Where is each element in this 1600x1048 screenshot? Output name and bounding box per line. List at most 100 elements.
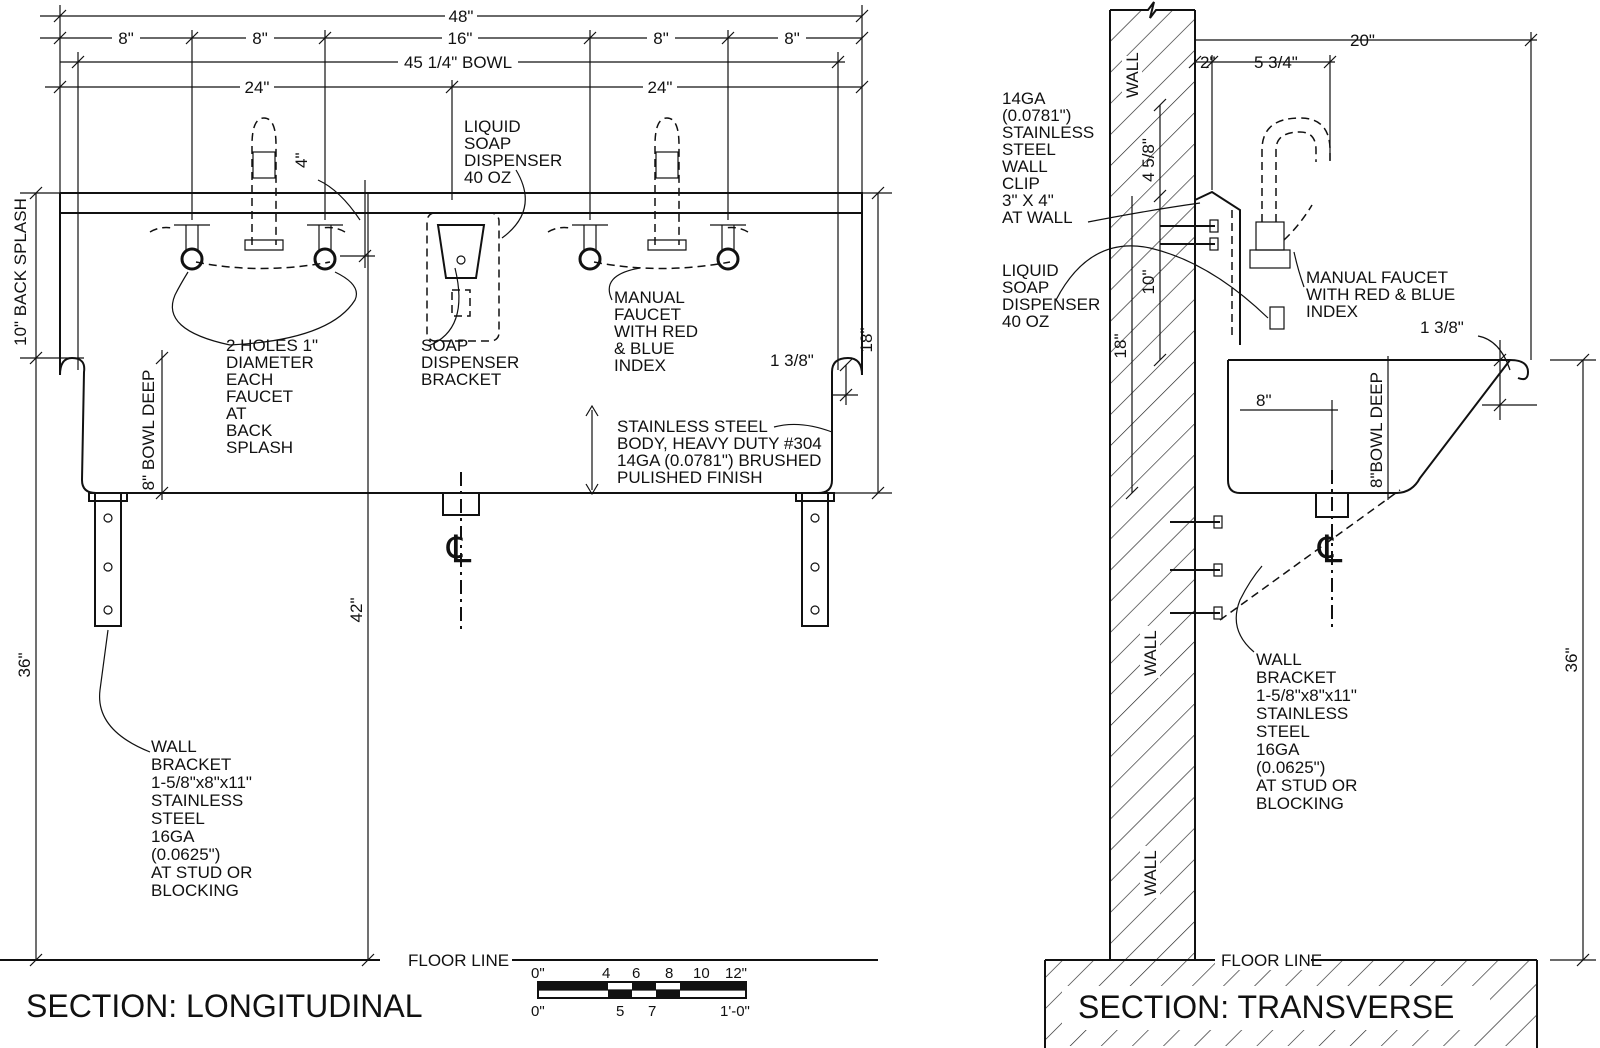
floor-line-label-trans: FLOOR LINE: [1221, 951, 1322, 970]
dim-seg-4: 8": [784, 29, 800, 48]
svg-text:3" X 4": 3" X 4": [1002, 191, 1054, 210]
svg-text:FAUCET: FAUCET: [226, 387, 293, 406]
svg-text:PULISHED FINISH: PULISHED FINISH: [617, 468, 762, 487]
svg-text:DISPENSER: DISPENSER: [464, 151, 562, 170]
dim-bowl-deep: 8" BOWL DEEP: [139, 370, 158, 491]
dim-seg-3: 8": [653, 29, 669, 48]
svg-text:2 HOLES 1": 2 HOLES 1": [226, 336, 318, 355]
dim-seg-1: 8": [118, 29, 134, 48]
dim-back-splash: 10" BACK SPLASH: [11, 198, 30, 346]
svg-text:STAINLESS: STAINLESS: [1002, 123, 1094, 142]
scale-bottom-0: 0": [531, 1003, 545, 1020]
dim-depth-20: 20": [1350, 31, 1375, 50]
note-soap-trans: LIQUID SOAP DISPENSER 40 OZ: [1002, 261, 1100, 331]
svg-text:WITH RED & BLUE: WITH RED & BLUE: [1306, 285, 1455, 304]
svg-text:AT STUD OR: AT STUD OR: [151, 863, 252, 882]
svg-text:16GA: 16GA: [151, 827, 195, 846]
soap-dispenser-front: [426, 212, 500, 342]
wall-label-top: WALL: [1123, 52, 1142, 98]
svg-text:WITH RED: WITH RED: [614, 322, 698, 341]
scale-top-6: 6: [632, 965, 640, 982]
svg-text:FAUCET: FAUCET: [614, 305, 681, 324]
svg-text:(0.0625"): (0.0625"): [151, 845, 220, 864]
sink-profile: [1194, 190, 1530, 494]
svg-text:BLOCKING: BLOCKING: [1256, 794, 1344, 813]
svg-text:1-5/8"x8"x11": 1-5/8"x8"x11": [151, 773, 252, 792]
dim-seg-center: 16": [448, 29, 473, 48]
scale-bottom-5: 5: [616, 1003, 624, 1020]
svg-text:STAINLESS: STAINLESS: [1256, 704, 1348, 723]
dim-rim: 1 3/8": [770, 351, 814, 370]
dim-height-42: 42": [347, 598, 366, 623]
scale-top-12: 12": [725, 965, 747, 982]
svg-text:14GA: 14GA: [1002, 89, 1046, 108]
svg-text:SOAP: SOAP: [1002, 278, 1049, 297]
svg-text:40 OZ: 40 OZ: [1002, 312, 1049, 331]
svg-text:DIAMETER: DIAMETER: [226, 353, 314, 372]
note-wall-clip: 14GA (0.0781") STAINLESS STEEL WALL CLIP…: [1002, 89, 1094, 227]
svg-text:LIQUID: LIQUID: [1002, 261, 1059, 280]
wall-label-bottom: WALL: [1141, 850, 1160, 896]
svg-text:MANUAL: MANUAL: [614, 288, 685, 307]
dim-seg-2: 8": [252, 29, 268, 48]
svg-text:AT: AT: [226, 404, 246, 423]
svg-text:STEEL: STEEL: [1256, 722, 1310, 741]
wall-label-mid: WALL: [1141, 630, 1160, 676]
svg-text:WALL: WALL: [1256, 650, 1302, 669]
scale-bottom-1ft: 1'-0": [720, 1003, 750, 1020]
svg-text:AT STUD OR: AT STUD OR: [1256, 776, 1357, 795]
svg-text:14GA (0.0781") BRUSHED: 14GA (0.0781") BRUSHED: [617, 451, 821, 470]
note-manual-faucet-long: MANUAL FAUCET WITH RED & BLUE INDEX: [614, 288, 698, 375]
dim-half-right: 24": [648, 78, 673, 97]
dim-faucet-reach: 5 3/4": [1254, 53, 1298, 72]
note-faucet-trans: MANUAL FAUCET WITH RED & BLUE INDEX: [1306, 268, 1455, 321]
svg-text:STAINLESS STEEL: STAINLESS STEEL: [617, 417, 768, 436]
note-wall-bracket-trans: WALL BRACKET 1-5/8"x8"x11" STAINLESS STE…: [1256, 650, 1357, 813]
transverse-section: SECTION: TRANSVERSE FLOOR LINE WALL WALL…: [1044, 1, 1596, 1048]
svg-text:WALL: WALL: [151, 737, 197, 756]
dim-height-36-trans: 36": [1562, 648, 1581, 673]
title-transverse: SECTION: TRANSVERSE: [1078, 989, 1454, 1025]
dim-overall-width: 48": [449, 7, 474, 26]
svg-text:BRACKET: BRACKET: [151, 755, 231, 774]
scale-bar: [537, 981, 747, 999]
svg-text:MANUAL FAUCET: MANUAL FAUCET: [1306, 268, 1448, 287]
svg-text:SOAP: SOAP: [464, 134, 511, 153]
svg-text:DISPENSER: DISPENSER: [1002, 295, 1100, 314]
svg-text:AT WALL: AT WALL: [1002, 208, 1073, 227]
svg-text:LIQUID: LIQUID: [464, 117, 521, 136]
note-faucet-holes: 2 HOLES 1" DIAMETER EACH FAUCET AT BACK …: [226, 336, 318, 457]
note-soap-dispenser: LIQUID SOAP DISPENSER 40 OZ: [464, 117, 562, 187]
note-wall-bracket-long: WALL BRACKET 1-5/8"x8"x11" STAINLESS STE…: [151, 737, 252, 900]
svg-text:16GA: 16GA: [1256, 740, 1300, 759]
svg-text:INDEX: INDEX: [1306, 302, 1358, 321]
dim-eight: 8": [1256, 391, 1272, 410]
svg-text:(0.0625"): (0.0625"): [1256, 758, 1325, 777]
dim-clip-height: 4 5/8": [1139, 138, 1158, 182]
faucet-profile: [1249, 117, 1331, 330]
svg-text:(0.0781"): (0.0781"): [1002, 106, 1071, 125]
wall-bracket-right: [795, 492, 835, 627]
dim-bowl-width: 45 1/4" BOWL: [404, 53, 512, 72]
svg-text:40 OZ: 40 OZ: [464, 168, 511, 187]
svg-text:WALL: WALL: [1002, 157, 1048, 176]
wall-clip-screws: [1160, 219, 1223, 620]
svg-text:SOAP: SOAP: [421, 336, 468, 355]
svg-text:BLOCKING: BLOCKING: [151, 881, 239, 900]
svg-text:EACH: EACH: [226, 370, 273, 389]
note-body-material: STAINLESS STEEL BODY, HEAVY DUTY #304 14…: [617, 417, 822, 487]
svg-text:BRACKET: BRACKET: [1256, 668, 1336, 687]
title-longitudinal: SECTION: LONGITUDINAL: [26, 988, 423, 1024]
longitudinal-section: 48" 8" 8" 16" 8" 8" 45 1/4" BOWL 24" 24"…: [0, 5, 892, 1024]
svg-text:1-5/8"x8"x11": 1-5/8"x8"x11": [1256, 686, 1357, 705]
centerline-symbol: ℄: [446, 529, 472, 571]
svg-text:STEEL: STEEL: [1002, 140, 1056, 159]
svg-text:DISPENSER: DISPENSER: [421, 353, 519, 372]
dim-half-left: 24": [245, 78, 270, 97]
note-soap-bracket: SOAP DISPENSER BRACKET: [421, 336, 519, 389]
svg-text:BRACKET: BRACKET: [421, 370, 501, 389]
svg-text:BACK: BACK: [226, 421, 273, 440]
dim-ten: 10": [1139, 270, 1158, 295]
svg-text:SPLASH: SPLASH: [226, 438, 293, 457]
